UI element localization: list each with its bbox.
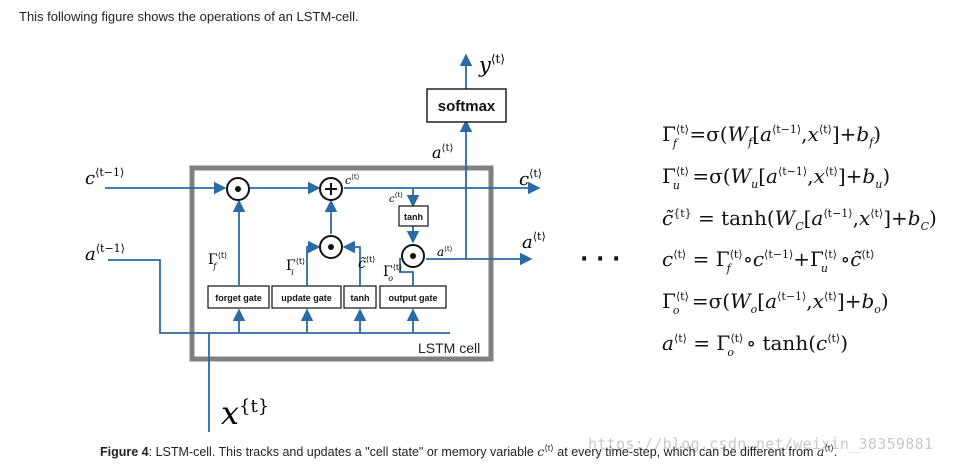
- label-c-tilde: c̃⟨t⟩: [358, 255, 375, 272]
- ellipsis: · · ·: [580, 247, 620, 272]
- update-gate-label: update gate: [281, 293, 332, 303]
- label-c-prev: c⟨t−1⟩: [85, 166, 124, 189]
- forget-multiply-dot: [235, 186, 241, 192]
- label-c-inner: c⟨t⟩: [345, 173, 360, 187]
- label-c-inner2: c⟨t⟩: [389, 191, 403, 205]
- label-a-inner: a⟨t⟩: [437, 245, 453, 259]
- a-prev-line: [108, 259, 450, 334]
- equations: Γ⟨t⟩f =σ(Wf[a⟨t−1⟩,x⟨t⟩]+bf) Γ⟨t⟩u =σ(Wu…: [662, 122, 937, 359]
- softmax-label: softmax: [438, 98, 496, 115]
- lstm-diagram: LSTM cell forget gate update gate tanh o…: [85, 52, 937, 432]
- label-c-next: c⟨t⟩: [519, 167, 542, 190]
- caption-bold: Figure 4: [100, 445, 149, 460]
- forget-gate-label: forget gate: [215, 293, 262, 303]
- lstm-cell-border: [189, 165, 494, 362]
- label-x: x{t}: [221, 394, 269, 432]
- output-gate-label: output gate: [389, 293, 438, 303]
- inner-tanh-box: [398, 205, 429, 227]
- label-a-prev: a⟨t−1⟩: [85, 242, 125, 265]
- caption-text2: at every time-step, which can be differe…: [553, 445, 817, 460]
- inner-tanh-label: tanh: [404, 212, 423, 222]
- update-multiply-dot: [328, 244, 334, 250]
- tanh-to-mult: [342, 240, 361, 286]
- equation-cell: c⟨t⟩ = Γ⟨t⟩f ∘c⟨t−1⟩+Γ⟨t⟩u ∘c̃⟨t⟩: [662, 247, 874, 275]
- caption-text: : LSTM-cell. This tracks and updates a "…: [148, 445, 538, 460]
- caption-var1-sup: ⟨t⟩: [544, 443, 554, 453]
- equation-candidate: c̃{t} = tanh(WC[a⟨t−1⟩,x⟨t⟩]+bC): [662, 206, 937, 233]
- equation-forget: Γ⟨t⟩f =σ(Wf[a⟨t−1⟩,x⟨t⟩]+bf): [662, 122, 881, 150]
- equation-hidden: a⟨t⟩ = Γ⟨t⟩o ∘ tanh(c⟨t⟩): [662, 331, 848, 359]
- caption-end: .: [833, 445, 838, 460]
- tanh-gate-label: tanh: [351, 293, 370, 303]
- caption-var2: a: [816, 444, 825, 460]
- label-y: y⟨t⟩: [478, 52, 505, 77]
- softmax-box: [426, 88, 507, 123]
- caption-var2-sup: ⟨t⟩: [824, 443, 834, 453]
- figure-caption: Figure 4: LSTM-cell. This tracks and upd…: [100, 443, 837, 459]
- equation-output: Γ⟨t⟩o =σ(Wo[a⟨t−1⟩,x⟨t⟩]+bo): [662, 289, 889, 317]
- label-gamma-f: Γ⟨t⟩f: [208, 251, 227, 271]
- update-to-mult: [306, 240, 321, 286]
- label-gamma-o: Γ⟨t⟩o: [383, 263, 402, 283]
- caption-var1: c: [537, 444, 545, 460]
- watermark: https://blog.csdn.net/weixin_38359881: [588, 435, 934, 453]
- intro-text: This following figure shows the operatio…: [19, 9, 359, 24]
- output-multiply-dot: [410, 253, 416, 259]
- output-to-mult: [399, 258, 414, 286]
- label-a-next: a⟨t⟩: [522, 230, 546, 253]
- equation-update: Γ⟨t⟩u =σ(Wu[a⟨t−1⟩,x⟨t⟩]+bu): [662, 164, 890, 192]
- label-gamma-i: Γ⟨t⟩i: [286, 257, 305, 277]
- lstm-cell-label: LSTM cell: [418, 340, 480, 356]
- label-a-up: a⟨t⟩: [432, 143, 453, 162]
